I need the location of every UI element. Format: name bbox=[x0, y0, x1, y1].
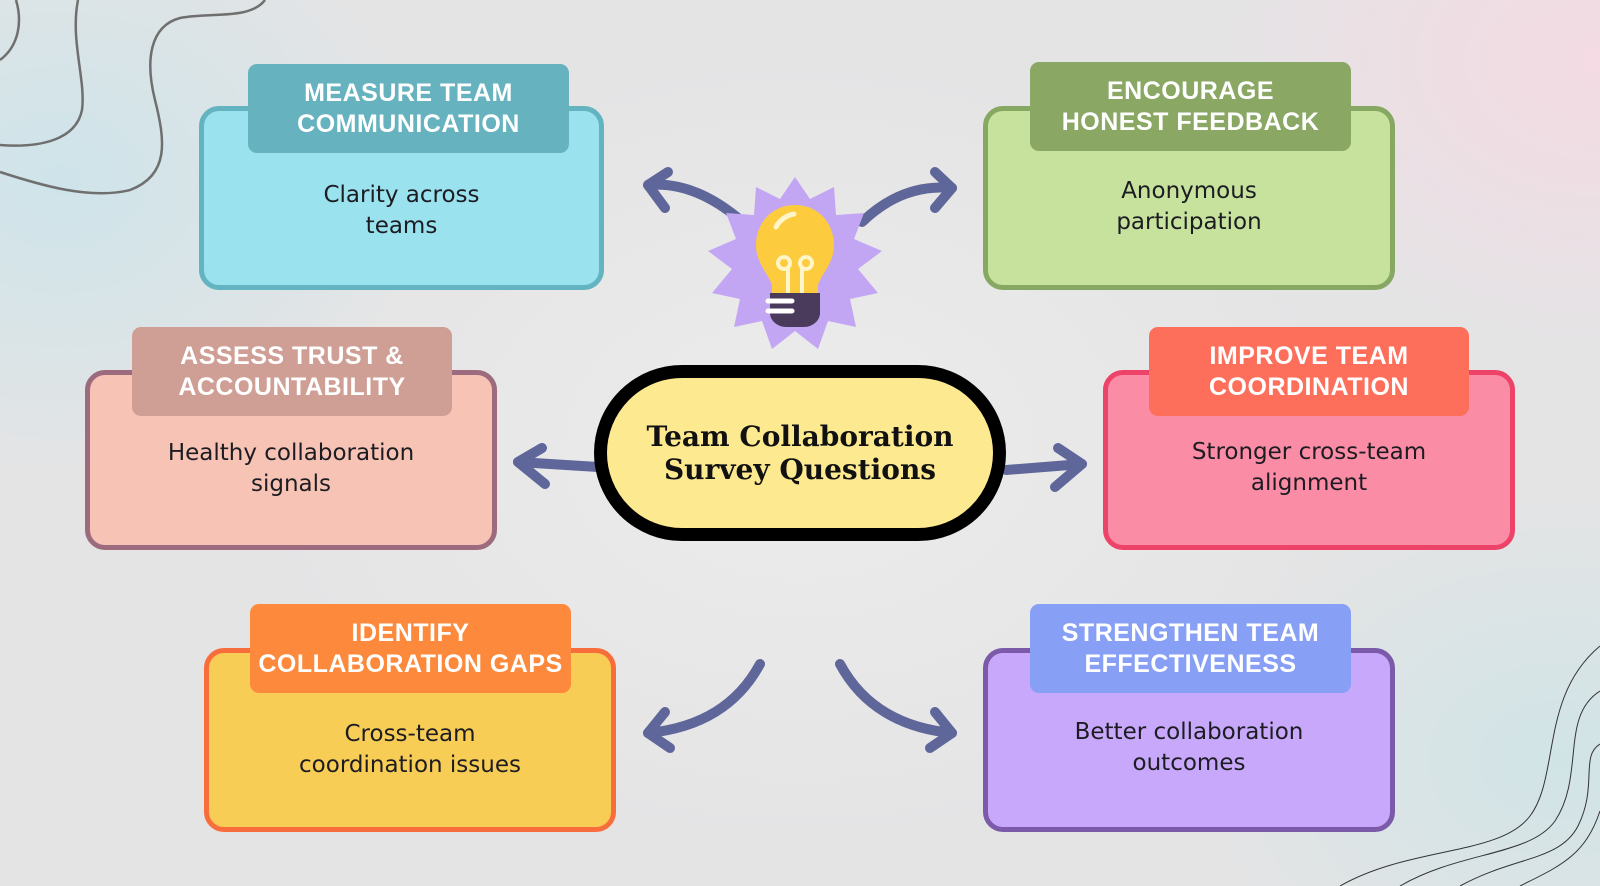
node-description: Clarity across teams bbox=[323, 182, 480, 239]
node-description: Healthy collaboration signals bbox=[167, 440, 415, 497]
node-title-tag: ENCOURAGE HONEST FEEDBACK bbox=[1030, 62, 1351, 151]
node-title-tag: STRENGTHEN TEAM EFFECTIVENESS bbox=[1030, 604, 1351, 693]
node-title-tag: IDENTIFY COLLABORATION GAPS bbox=[250, 604, 571, 693]
central-topic-title: Team Collaboration Survey Questions bbox=[646, 420, 954, 486]
arrow-to-bottom-right bbox=[835, 659, 957, 738]
arrow-to-top-left bbox=[643, 179, 743, 223]
node-title-tag: ASSESS TRUST & ACCOUNTABILITY bbox=[132, 327, 452, 416]
node-description: Cross-team coordination issues bbox=[299, 721, 521, 778]
node-title-tag: MEASURE TEAM COMMUNICATION bbox=[248, 64, 569, 153]
arrow-to-top-right bbox=[857, 182, 957, 227]
node-description: Stronger cross-team alignment bbox=[1191, 439, 1427, 496]
arrow-to-bottom-left bbox=[643, 659, 765, 738]
node-title-tag: IMPROVE TEAM COORDINATION bbox=[1149, 327, 1469, 416]
arrow-to-middle-right bbox=[1001, 459, 1087, 475]
node-description: Anonymous participation bbox=[1116, 178, 1262, 235]
node-description: Better collaboration outcomes bbox=[1074, 719, 1304, 776]
arrow-to-middle-left bbox=[513, 457, 603, 472]
central-topic: Team Collaboration Survey Questions bbox=[594, 365, 1006, 541]
lightbulb-idea-icon bbox=[708, 177, 882, 349]
